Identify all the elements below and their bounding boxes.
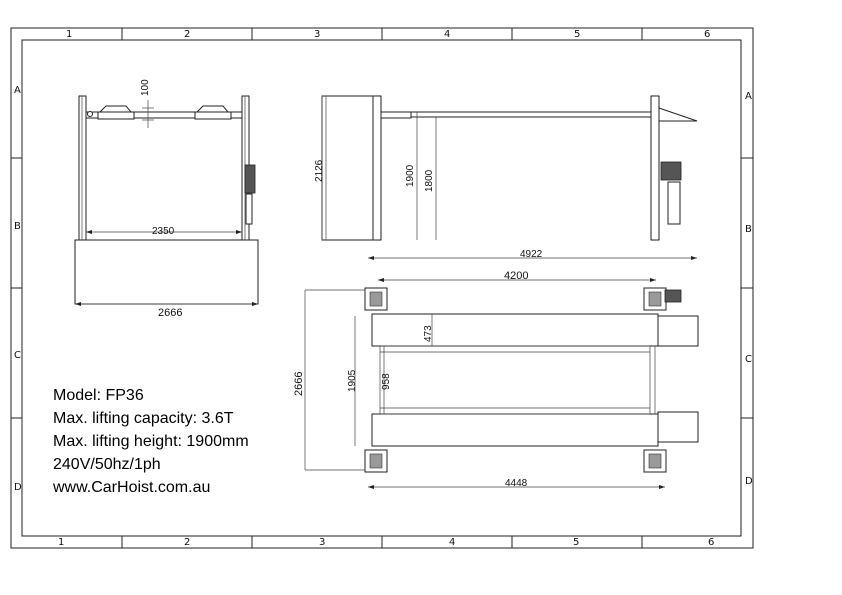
zone-row-label: A (745, 91, 752, 102)
front-pump (245, 193, 253, 225)
spec-model: Model: FP36 (53, 387, 144, 404)
side-dim-post-height: 2126 (314, 159, 325, 182)
zone-row-label: B (745, 224, 752, 235)
side-right-post (650, 95, 660, 241)
plan-runway-top (371, 313, 659, 347)
side-dim-lift-height: 1900 (405, 164, 416, 187)
plan-dim-overall-length: 4922 (520, 249, 543, 260)
front-left-post (78, 95, 87, 241)
plan-ramp-top (657, 315, 699, 347)
zone-col-label: 3 (314, 29, 320, 40)
zone-col-label: 3 (319, 537, 325, 548)
zone-row-label: D (14, 482, 22, 493)
plan-post (643, 449, 667, 473)
side-view: 2126 1900 1800 (314, 95, 698, 241)
zone-row-label: C (745, 354, 752, 365)
spec-power: 240V/50hz/1ph (53, 456, 161, 473)
zone-col-label: 5 (574, 29, 580, 40)
plan-runway-bottom (371, 413, 659, 447)
plan-view: 4922 4200 2666 1905 95 (293, 249, 699, 489)
side-dim-runway-height: 1800 (424, 169, 435, 192)
plan-post (364, 287, 388, 311)
front-dim-overall-width: 2666 (158, 307, 182, 319)
plan-dim-post-spacing: 4200 (504, 270, 528, 282)
plan-motor (664, 289, 682, 303)
zone-col-label: 5 (573, 537, 579, 548)
zone-col-label: 1 (58, 537, 64, 548)
plan-dim-runway-span: 1905 (347, 369, 358, 392)
side-ramp (658, 107, 698, 122)
spec-height: Max. lifting height: 1900mm (53, 433, 249, 450)
zone-row-label: D (745, 476, 753, 487)
plan-post (364, 449, 388, 473)
front-base-outline (74, 239, 259, 305)
zone-row-label: C (14, 350, 21, 361)
zone-col-label: 1 (66, 29, 72, 40)
plan-dim-runway-width: 473 (423, 325, 434, 342)
zone-col-label: 2 (184, 537, 190, 548)
front-motor (244, 164, 256, 194)
zone-row-label: B (14, 221, 21, 232)
side-left-post (372, 95, 382, 241)
spec-website: www.CarHoist.com.au (53, 479, 211, 496)
plan-dim-overall-width: 2666 (293, 372, 305, 396)
front-crossbeam (85, 111, 243, 119)
front-lift-pad-right (195, 105, 230, 113)
spec-block: Model: FP36 Max. lifting capacity: 3.6T … (53, 384, 249, 499)
front-dim-arm-gap: 100 (140, 79, 151, 96)
front-dim-inner-width: 2350 (152, 226, 175, 237)
side-pump (667, 181, 681, 225)
spec-capacity: Max. lifting capacity: 3.6T (53, 410, 234, 427)
zone-row-label: A (14, 85, 21, 96)
front-lift-pad-left (98, 105, 133, 113)
plan-ramp-bottom (657, 411, 699, 443)
side-post-outline (321, 95, 374, 241)
zone-ticks (11, 28, 753, 548)
zone-col-label: 6 (708, 537, 714, 548)
plan-dim-inner-gap: 958 (381, 373, 392, 390)
plan-dim-base-length: 4448 (505, 478, 528, 489)
front-view: 100 2350 2666 (74, 79, 259, 319)
zone-col-label: 2 (184, 29, 190, 40)
side-motor (660, 161, 682, 181)
zone-col-label: 4 (449, 537, 455, 548)
zone-col-label: 4 (444, 29, 450, 40)
zone-col-label: 6 (704, 29, 710, 40)
